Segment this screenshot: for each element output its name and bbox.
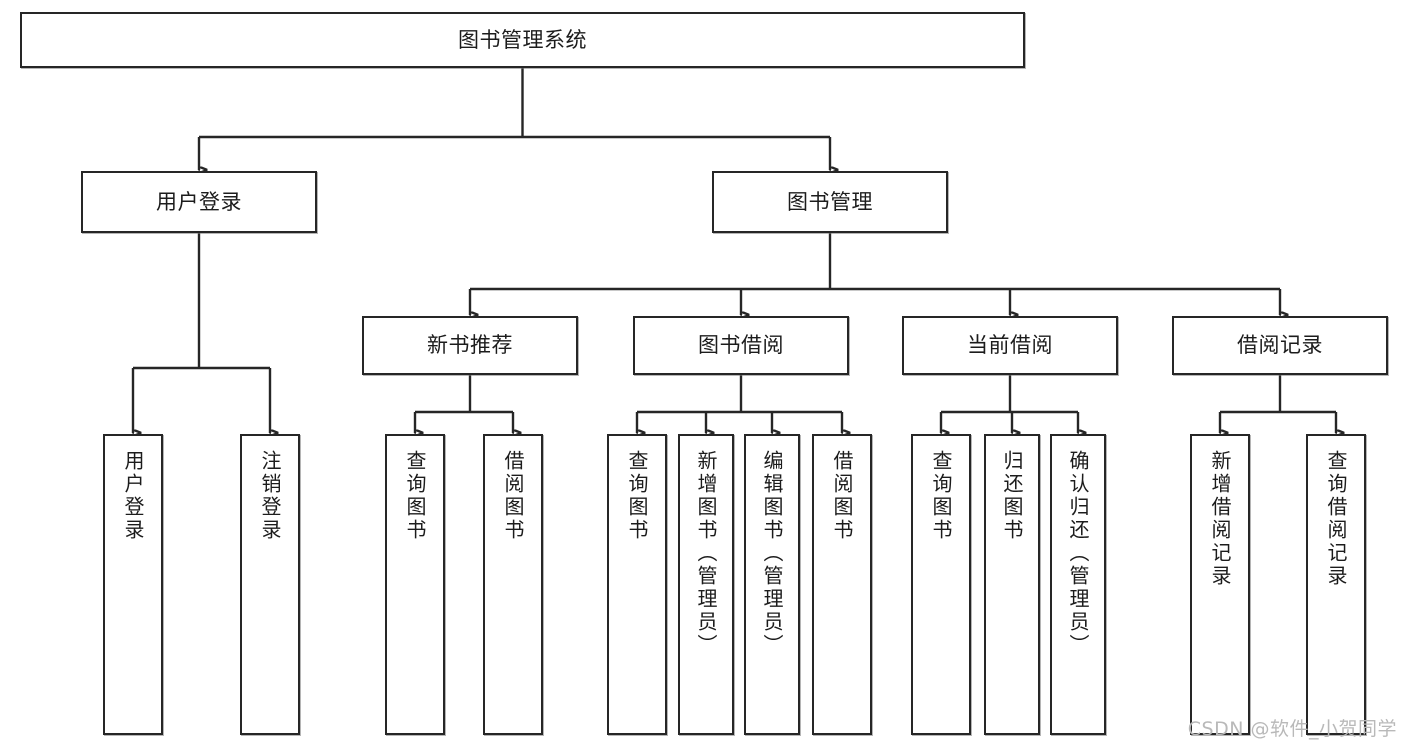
- node-leaf-bw-edit[interactable]: 编辑图书（管理员）: [744, 434, 800, 735]
- node-label-login: 用户登录: [156, 189, 242, 214]
- node-login[interactable]: 用户登录: [81, 171, 317, 233]
- node-label-root: 图书管理系统: [458, 27, 587, 52]
- node-label-current: 当前借阅: [967, 333, 1053, 358]
- connector-group-borrow: [635, 375, 842, 433]
- connector-group-root: [197, 68, 830, 170]
- node-label-records: 借阅记录: [1237, 333, 1323, 358]
- node-label-leaf-nb-query: 查询图书: [403, 450, 427, 542]
- node-label-leaf-user-logout: 注销登录: [258, 450, 282, 542]
- node-label-leaf-cur-confirm: 确认归还（管理员）: [1066, 450, 1090, 657]
- node-leaf-rec-query[interactable]: 查询借阅记录: [1306, 434, 1366, 735]
- node-leaf-cur-return[interactable]: 归还图书: [984, 434, 1040, 735]
- node-leaf-rec-add[interactable]: 新增借阅记录: [1190, 434, 1250, 735]
- node-current[interactable]: 当前借阅: [902, 316, 1118, 375]
- node-label-leaf-rec-add: 新增借阅记录: [1208, 450, 1232, 588]
- node-label-leaf-user-login: 用户登录: [121, 450, 145, 542]
- node-label-newbook: 新书推荐: [427, 333, 513, 358]
- node-label-leaf-bw-query: 查询图书: [625, 450, 649, 542]
- node-label-leaf-cur-query: 查询图书: [929, 450, 953, 542]
- node-leaf-cur-query[interactable]: 查询图书: [911, 434, 971, 735]
- node-label-borrow: 图书借阅: [698, 333, 784, 358]
- node-leaf-cur-confirm[interactable]: 确认归还（管理员）: [1050, 434, 1106, 735]
- node-newbook[interactable]: 新书推荐: [362, 316, 578, 375]
- node-borrow[interactable]: 图书借阅: [633, 316, 849, 375]
- node-leaf-nb-query[interactable]: 查询图书: [385, 434, 445, 735]
- node-label-leaf-bw-edit: 编辑图书（管理员）: [760, 450, 784, 657]
- node-bookmgmt[interactable]: 图书管理: [712, 171, 948, 233]
- node-label-leaf-rec-query: 查询借阅记录: [1324, 450, 1348, 588]
- node-label-leaf-bw-borrow: 借阅图书: [830, 450, 854, 542]
- node-leaf-bw-borrow[interactable]: 借阅图书: [812, 434, 872, 735]
- node-root[interactable]: 图书管理系统: [20, 12, 1025, 68]
- node-leaf-user-logout[interactable]: 注销登录: [240, 434, 300, 735]
- connector-group-newbook: [413, 375, 513, 433]
- node-label-leaf-bw-add: 新增图书（管理员）: [694, 450, 718, 657]
- node-label-bookmgmt: 图书管理: [787, 189, 873, 214]
- node-label-leaf-cur-return: 归还图书: [1000, 450, 1024, 542]
- node-leaf-nb-borrow[interactable]: 借阅图书: [483, 434, 543, 735]
- node-label-leaf-nb-borrow: 借阅图书: [501, 450, 525, 542]
- connector-group-bookmgmt: [468, 233, 1280, 315]
- connector-group-records: [1218, 375, 1336, 433]
- node-leaf-user-login[interactable]: 用户登录: [103, 434, 163, 735]
- node-leaf-bw-query[interactable]: 查询图书: [607, 434, 667, 735]
- node-records[interactable]: 借阅记录: [1172, 316, 1388, 375]
- connector-group-current: [939, 375, 1078, 433]
- watermark: CSDN @软件_小贺同学: [1187, 718, 1397, 740]
- node-leaf-bw-add[interactable]: 新增图书（管理员）: [678, 434, 734, 735]
- connector-group-login: [131, 233, 270, 433]
